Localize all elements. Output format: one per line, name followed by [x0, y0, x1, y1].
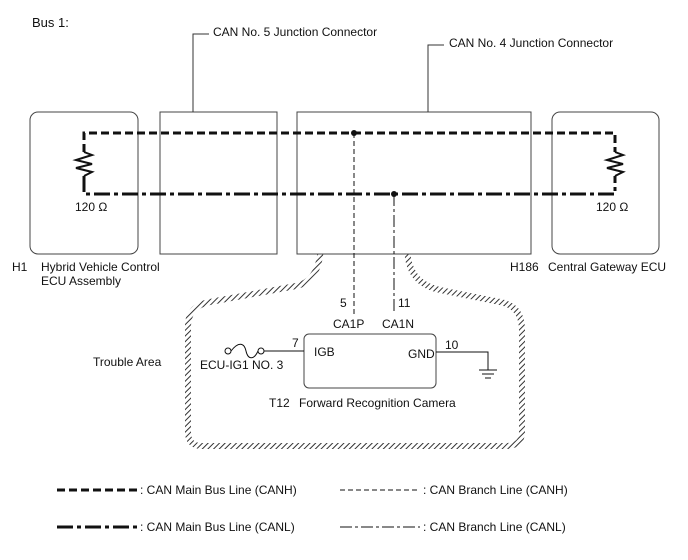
ecu-h1-name-line2: ECU Assembly [41, 274, 121, 288]
can5-leader-line [192, 33, 209, 112]
can4-junction-connector-box [296, 111, 532, 255]
resistor-left-symbol [72, 151, 96, 177]
trouble-area-label: Trouble Area [93, 355, 162, 369]
can-main-bus-canh [82, 131, 617, 152]
ecu-h1-name-line1: Hybrid Vehicle Control [41, 260, 160, 274]
ecu-h186-code: H186 [510, 260, 539, 274]
canl-junction-dot [391, 191, 397, 197]
can4-junction-label: CAN No. 4 Junction Connector [449, 36, 613, 50]
pin-gnd-number: 10 [445, 338, 459, 352]
camera-t12-box [303, 333, 437, 389]
fuse-label: ECU-IG1 NO. 3 [200, 358, 284, 372]
camera-code: T12 [269, 396, 290, 410]
resistor-right-value: 120 Ω [596, 200, 628, 214]
pin-canl-name: CA1N [382, 317, 414, 331]
pin-igb-number: 7 [292, 336, 299, 350]
legend-main-canl-label: : CAN Main Bus Line (CANL) [140, 520, 295, 534]
fuse-left-terminal [224, 347, 232, 355]
bus-title: Bus 1: [32, 15, 69, 30]
pin-igb-name: IGB [314, 345, 335, 359]
resistor-left-value: 120 Ω [75, 200, 107, 214]
pin-canh-name: CA1P [333, 317, 364, 331]
legend-branch-canl-label: : CAN Branch Line (CANL) [423, 520, 566, 534]
ecu-h186-name: Central Gateway ECU [548, 260, 666, 274]
can-main-bus-canl [82, 176, 617, 196]
ecu-h1-code: H1 [12, 260, 28, 274]
canh-junction-dot [351, 130, 357, 136]
can4-leader-line [427, 44, 444, 112]
can5-junction-connector-box [159, 111, 278, 255]
fuse-right-terminal [257, 347, 265, 355]
pin-canl-number: 11 [398, 296, 411, 310]
trouble-area-outline [185, 123, 525, 449]
can5-junction-label: CAN No. 5 Junction Connector [213, 25, 377, 39]
camera-name: Forward Recognition Camera [299, 396, 456, 410]
legend-main-canh-label: : CAN Main Bus Line (CANH) [140, 483, 297, 497]
ecu-h186-box [551, 111, 660, 255]
resistor-right-symbol [603, 151, 627, 177]
fuse-icon [230, 343, 259, 359]
gnd-wire [436, 351, 489, 370]
pin-gnd-name: GND [408, 347, 435, 361]
pin-canh-number: 5 [340, 296, 347, 310]
legend-branch-canh-label: : CAN Branch Line (CANH) [423, 483, 568, 497]
